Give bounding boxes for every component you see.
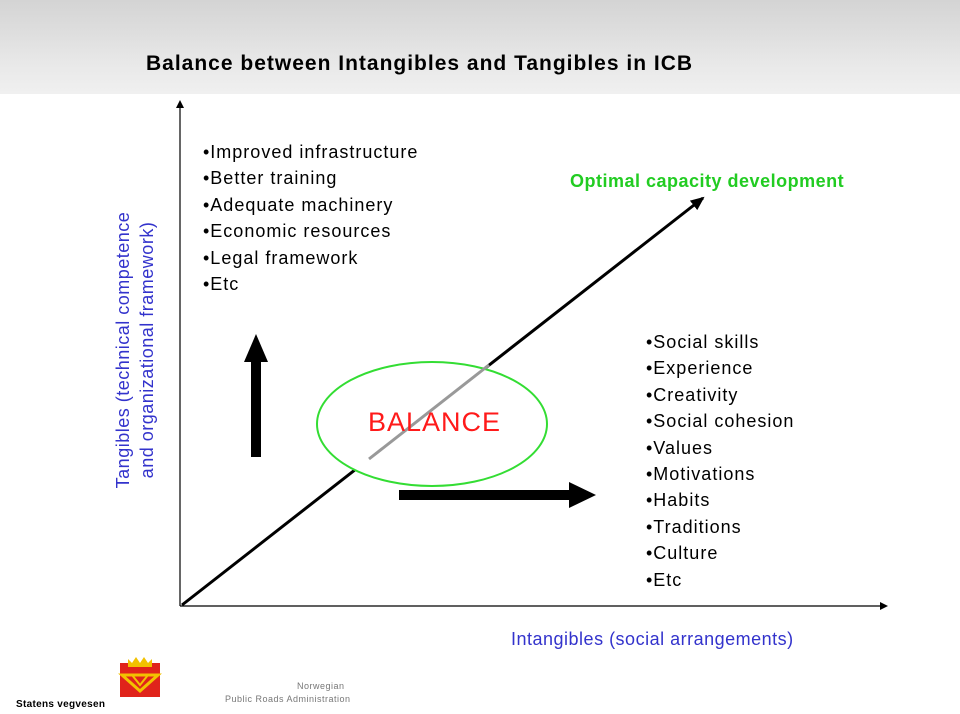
list-item: •Creativity — [646, 384, 739, 405]
list-item: •Etc — [203, 273, 240, 294]
slide-title: Balance between Intangibles and Tangible… — [146, 52, 694, 75]
intangibles-list: •Social skills •Experience •Creativity •… — [646, 329, 794, 593]
y-axis-title-line2: and organizational framework) — [137, 221, 157, 479]
list-item: •Habits — [646, 490, 711, 511]
list-item: •Adequate machinery — [203, 194, 394, 215]
diagonal-inside-ellipse — [368, 363, 490, 461]
logo-wordmark: Statens vegvesen — [16, 699, 106, 710]
y-axis-title: Tangibles (technical competence and orga… — [111, 160, 159, 540]
roads-administration-logo-icon — [118, 657, 162, 697]
optimal-capacity-label: Optimal capacity development — [570, 171, 845, 191]
list-item: •Traditions — [646, 516, 742, 537]
org-name-line1: Norwegian — [297, 681, 345, 691]
list-item: •Better training — [203, 168, 338, 189]
list-item: •Culture — [646, 543, 719, 564]
tangibles-list: •Improved infrastructure •Better trainin… — [203, 139, 418, 297]
x-axis-title: Intangibles (social arrangements) — [511, 629, 794, 649]
footer-logo: Statens vegvesen Norwegian Public Roads … — [16, 655, 476, 711]
list-item: •Values — [646, 437, 714, 458]
list-item: •Experience — [646, 358, 754, 379]
intangibles-right-arrow — [399, 482, 596, 508]
list-item: •Legal framework — [203, 247, 359, 268]
list-item: •Improved infrastructure — [203, 142, 419, 162]
list-item: •Motivations — [646, 463, 756, 484]
y-axis-title-line1: Tangibles (technical competence — [113, 211, 133, 489]
balance-label: BALANCE — [368, 407, 502, 437]
header-banner — [0, 0, 960, 94]
tangibles-up-arrow — [244, 334, 268, 457]
list-item: •Economic resources — [203, 221, 392, 242]
list-item: •Etc — [646, 569, 683, 590]
org-name-line2: Public Roads Administration — [225, 694, 351, 704]
list-item: •Social skills — [646, 332, 760, 352]
list-item: •Social cohesion — [646, 411, 795, 432]
